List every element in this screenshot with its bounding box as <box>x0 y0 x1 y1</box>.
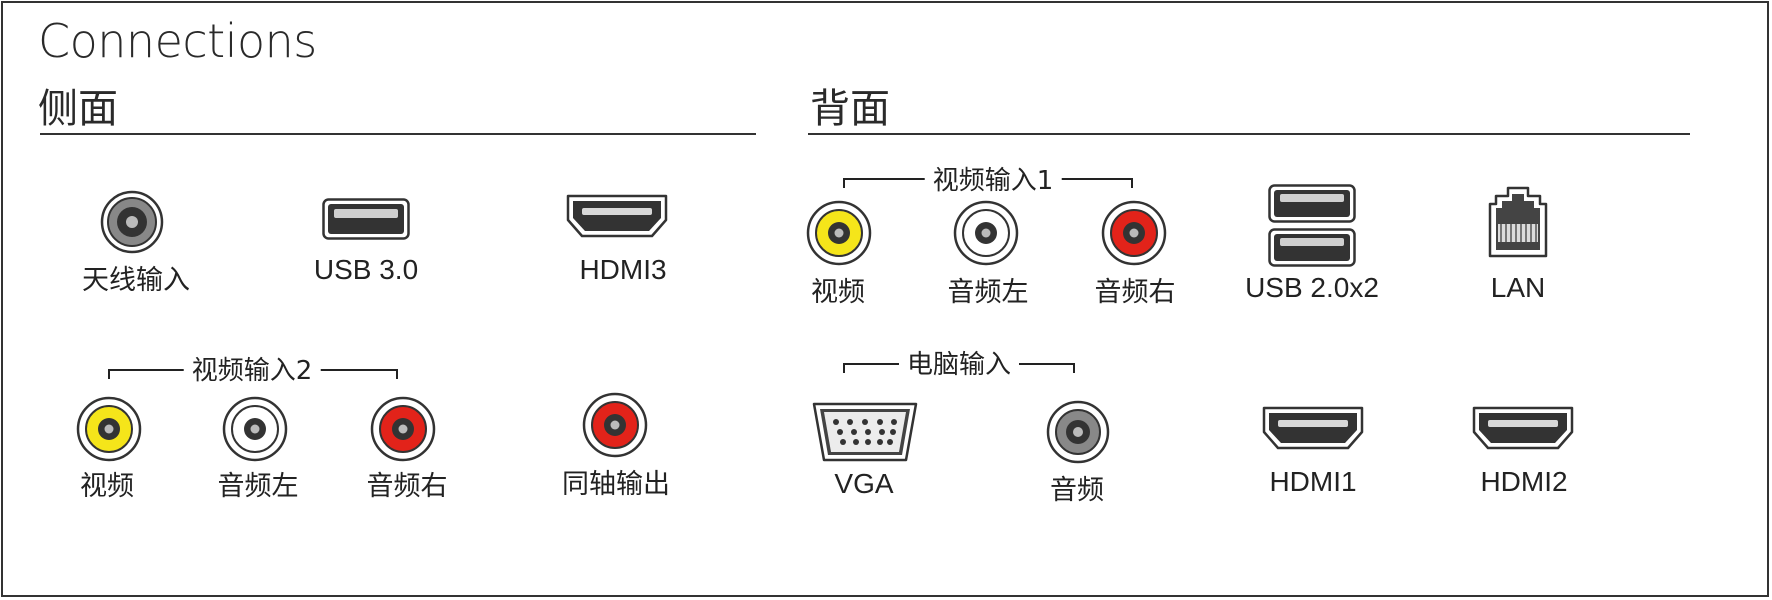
rca-white-icon <box>953 200 1019 266</box>
side-audio-left-connector <box>222 396 288 462</box>
pc-audio-label: 音频 <box>1050 475 1104 506</box>
hdmi1-connector <box>1260 404 1366 452</box>
video-in-2-label: 视频输入2 <box>183 350 321 387</box>
rj45-icon <box>1488 186 1548 258</box>
side-video-label: 视频 <box>80 471 134 502</box>
usb-dual-port-icon <box>1268 184 1356 267</box>
back-audio-right-connector <box>1101 200 1167 266</box>
antenna-label: 天线输入 <box>82 265 190 296</box>
rca-red-icon <box>582 392 648 458</box>
hdmi-port-icon <box>566 194 668 238</box>
hdmi3-label: HDMI3 <box>579 254 667 285</box>
back-audio-left-label: 音频左 <box>947 277 1029 308</box>
hdmi-port-icon <box>1262 406 1364 450</box>
usb-port-icon <box>322 198 410 240</box>
vga-port-icon <box>812 402 918 462</box>
coax-icon <box>100 190 164 254</box>
side-audio-right-connector <box>370 396 436 462</box>
rca-yellow-icon <box>76 396 142 462</box>
page-title: Connections <box>38 14 317 68</box>
side-video-connector <box>76 396 142 462</box>
usb2-connector <box>1268 184 1356 268</box>
pc-audio-connector <box>1046 400 1110 464</box>
coax-out-connector <box>582 392 648 458</box>
usb2-label: USB 2.0x2 <box>1245 272 1379 303</box>
usb3-connector <box>322 198 410 240</box>
hdmi3-connector <box>564 192 670 240</box>
vga-connector <box>810 400 920 464</box>
coax-out-label: 同轴输出 <box>562 469 670 500</box>
hdmi2-connector <box>1470 404 1576 452</box>
rca-red-icon <box>1101 200 1167 266</box>
back-video-label: 视频 <box>811 277 865 308</box>
rca-yellow-icon <box>806 200 872 266</box>
back-section-title: 背面 <box>810 86 890 132</box>
lan-label: LAN <box>1490 272 1546 303</box>
back-video-connector <box>806 200 872 266</box>
pc-input-label: 电脑输入 <box>898 344 1020 381</box>
usb3-label: USB 3.0 <box>313 254 419 285</box>
hdmi-port-icon <box>1472 406 1574 450</box>
side-section-divider <box>40 133 756 135</box>
lan-connector <box>1488 186 1548 258</box>
antenna-connector <box>100 190 164 254</box>
hdmi2-label: HDMI2 <box>1480 466 1568 497</box>
hdmi1-label: HDMI1 <box>1269 466 1357 497</box>
vga-label: VGA <box>834 468 894 499</box>
back-audio-right-label: 音频右 <box>1094 277 1176 308</box>
rca-red-icon <box>370 396 436 462</box>
side-section-title: 侧面 <box>38 86 118 132</box>
side-audio-right-label: 音频右 <box>366 471 448 502</box>
video-in-1-label: 视频输入1 <box>924 160 1062 197</box>
rca-white-icon <box>222 396 288 462</box>
audio-jack-icon <box>1046 400 1110 464</box>
back-section-divider <box>808 133 1690 135</box>
back-audio-left-connector <box>953 200 1019 266</box>
side-audio-left-label: 音频左 <box>217 471 299 502</box>
